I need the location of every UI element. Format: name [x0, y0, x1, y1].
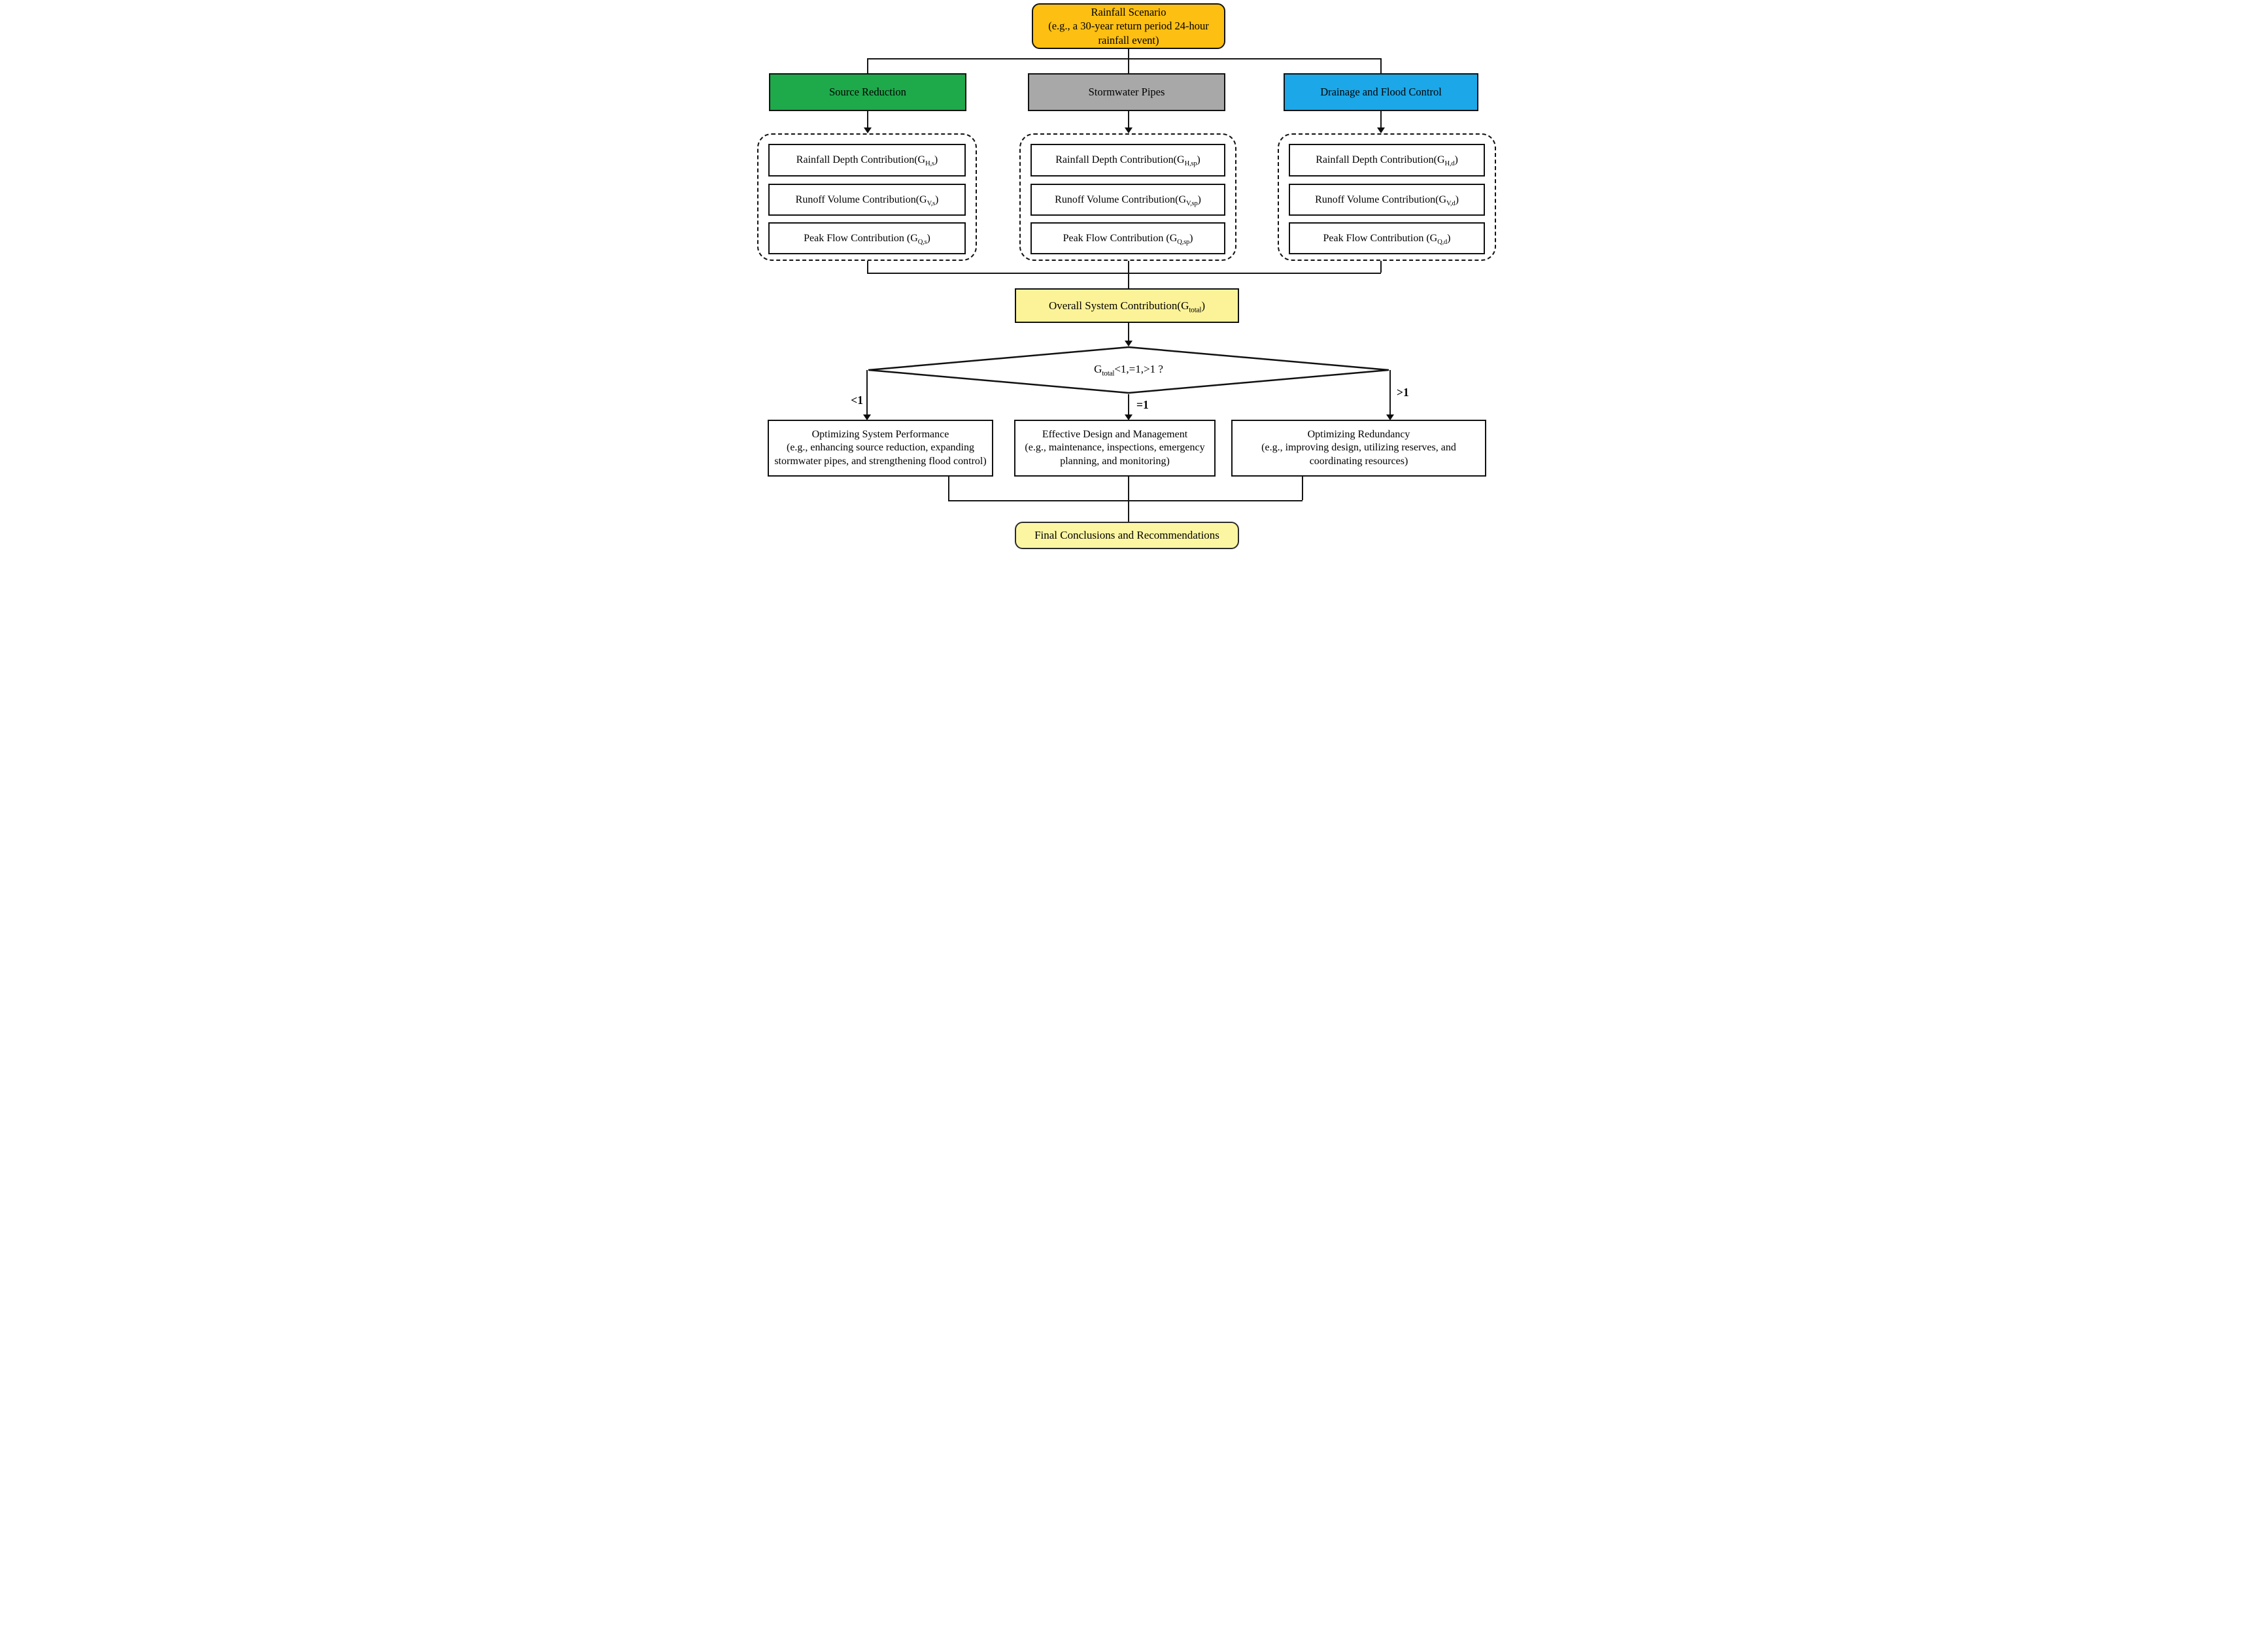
overall-label: Overall System Contribution(Gtotal): [1049, 299, 1205, 314]
arrow-down-icon: [864, 127, 872, 133]
contribution-label: Runoff Volume Contribution(GV,d): [1315, 194, 1459, 207]
outcome-detail: (e.g., improving design, utilizing reser…: [1261, 442, 1456, 467]
connector-line: [1380, 111, 1382, 128]
branch-box-source-reduction: Source Reduction: [769, 73, 966, 111]
connector-line: [867, 58, 1382, 59]
branch-box-stormwater-pipes: Stormwater Pipes: [1028, 73, 1225, 111]
arrow-down-icon: [1377, 127, 1385, 133]
connector-line: [1128, 323, 1129, 341]
contribution-box-peak-flow-d: Peak Flow Contribution (GQ,d): [1289, 222, 1485, 254]
connector-line: [867, 273, 1382, 274]
contribution-box-rainfall-depth-s: Rainfall Depth Contribution(GH,s): [768, 144, 966, 177]
connector-line: [948, 477, 949, 500]
decision-diamond: [868, 346, 1389, 394]
outcome-title: Optimizing System Performance: [811, 428, 949, 440]
condition-label-eq1: =1: [1136, 398, 1149, 411]
arrow-down-icon: [863, 414, 871, 420]
contribution-box-peak-flow-s: Peak Flow Contribution (GQ,s): [768, 222, 966, 254]
flowchart-canvas: Rainfall Scenario (e.g., a 30-year retur…: [749, 0, 1499, 550]
outcome-title: Optimizing Redundancy: [1307, 428, 1410, 440]
connector-line: [1128, 49, 1129, 58]
contribution-label: Rainfall Depth Contribution(GH,d): [1316, 154, 1458, 168]
arrow-down-icon: [1125, 341, 1133, 346]
outcome-box-effective-design-management: Effective Design and Management (e.g., m…: [1014, 420, 1216, 477]
arrow-down-icon: [1386, 414, 1394, 420]
contribution-box-runoff-volume-sp: Runoff Volume Contribution(GV,sp): [1030, 184, 1225, 216]
contribution-label: Peak Flow Contribution (GQ,d): [1323, 232, 1451, 246]
connector-line: [1380, 58, 1382, 73]
contribution-label: Rainfall Depth Contribution(GH,sp): [1055, 154, 1201, 168]
final-label: Final Conclusions and Recommendations: [1034, 529, 1219, 542]
branch-label: Stormwater Pipes: [1088, 86, 1165, 99]
outcome-title: Effective Design and Management: [1042, 428, 1188, 440]
connector-line: [948, 500, 1303, 501]
connector-line: [867, 261, 868, 273]
connector-line: [867, 111, 868, 128]
connector-line: [1302, 477, 1303, 500]
connector-line: [867, 58, 868, 73]
connector-line: [1128, 58, 1129, 73]
contribution-box-peak-flow-sp: Peak Flow Contribution (GQ,sp): [1030, 222, 1225, 254]
contribution-label: Peak Flow Contribution (GQ,s): [804, 232, 930, 246]
outcome-box-optimizing-system-performance: Optimizing System Performance (e.g., enh…: [768, 420, 993, 477]
contribution-box-rainfall-depth-sp: Rainfall Depth Contribution(GH,sp): [1030, 144, 1225, 177]
rainfall-scenario-title: Rainfall Scenario: [1091, 6, 1167, 19]
condition-label-gt1: >1: [1397, 386, 1409, 399]
contribution-label: Peak Flow Contribution (GQ,sp): [1063, 232, 1193, 246]
branch-label: Drainage and Flood Control: [1320, 86, 1442, 99]
connector-line: [1128, 261, 1129, 288]
branch-box-drainage-flood-control: Drainage and Flood Control: [1284, 73, 1478, 111]
rainfall-scenario-box: Rainfall Scenario (e.g., a 30-year retur…: [1032, 3, 1225, 49]
overall-system-contribution-box: Overall System Contribution(Gtotal): [1015, 288, 1239, 323]
contribution-box-runoff-volume-s: Runoff Volume Contribution(GV,s): [768, 184, 966, 216]
arrow-down-icon: [1125, 414, 1133, 420]
connector-line: [1128, 111, 1129, 128]
outcome-detail: (e.g., enhancing source reduction, expan…: [774, 442, 987, 467]
branch-label: Source Reduction: [829, 86, 906, 99]
condition-label-lt1: <1: [851, 394, 863, 407]
connector-line: [1380, 261, 1382, 273]
final-conclusions-box: Final Conclusions and Recommendations: [1015, 522, 1239, 549]
connector-line: [1128, 394, 1129, 415]
contribution-box-runoff-volume-d: Runoff Volume Contribution(GV,d): [1289, 184, 1485, 216]
outcome-detail: (e.g., maintenance, inspections, emergen…: [1025, 442, 1205, 467]
outcome-box-optimizing-redundancy: Optimizing Redundancy (e.g., improving d…: [1231, 420, 1486, 477]
connector-line: [866, 370, 868, 415]
contribution-label: Runoff Volume Contribution(GV,sp): [1055, 194, 1201, 207]
contribution-label: Rainfall Depth Contribution(GH,s): [796, 154, 938, 168]
connector-line: [1389, 370, 1391, 415]
arrow-down-icon: [1125, 127, 1133, 133]
rainfall-scenario-subtitle: (e.g., a 30-year return period 24-hour r…: [1048, 20, 1209, 46]
connector-line: [1128, 500, 1129, 522]
decision-label: Gtotal<1,=1,>1 ?: [1094, 363, 1163, 378]
connector-line: [1128, 477, 1129, 500]
contribution-box-rainfall-depth-d: Rainfall Depth Contribution(GH,d): [1289, 144, 1485, 177]
contribution-label: Runoff Volume Contribution(GV,s): [795, 194, 939, 207]
